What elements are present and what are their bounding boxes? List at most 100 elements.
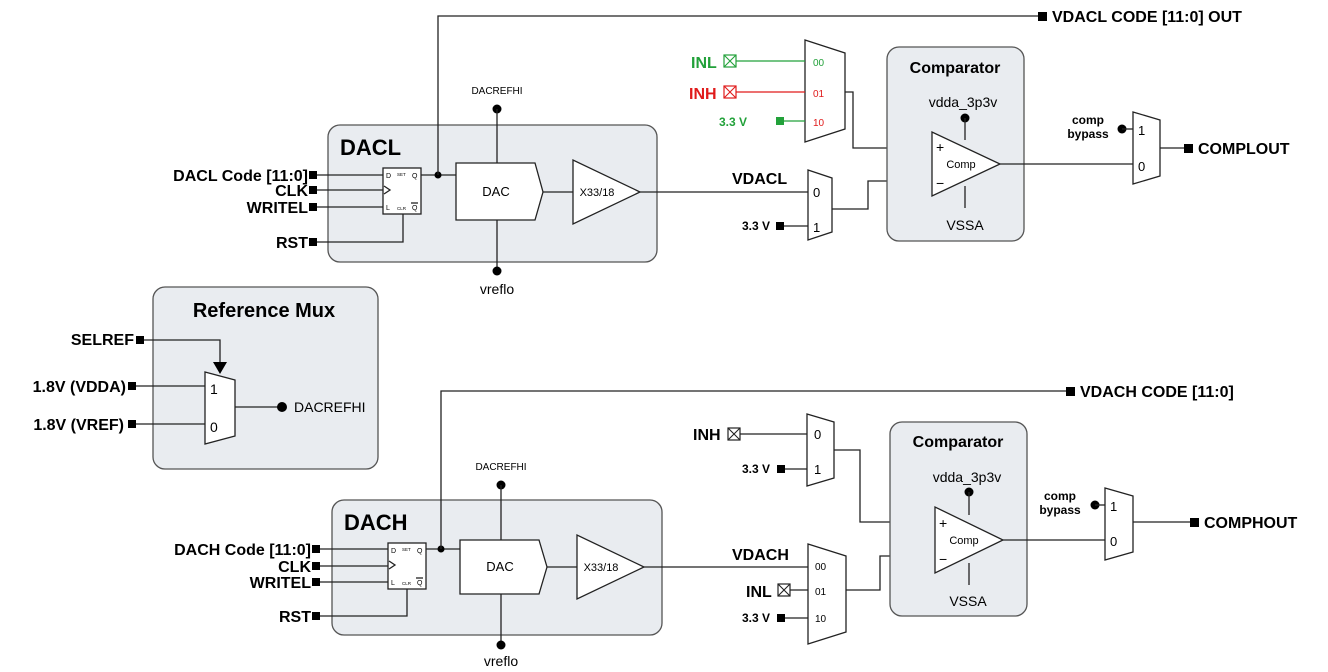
- dach-dac: [459, 539, 548, 595]
- dach-inmux-in1-pin: [777, 465, 785, 473]
- reference-mux: [204, 371, 236, 445]
- refmux-sel-arrow: [213, 362, 227, 374]
- dacl-amp-label: X33/18: [580, 187, 615, 199]
- dach-code-in-pin: [312, 545, 320, 553]
- dach-input-mux: [806, 413, 835, 487]
- dach-inmux-in1-label: 3.3 V: [742, 462, 770, 476]
- dacl-inmux-in2-sel: 10: [813, 118, 825, 129]
- dach-comparator: [934, 505, 1005, 575]
- dach-minusmux-in2-label: 3.3 V: [742, 611, 770, 625]
- dach-write-pin: [312, 578, 320, 586]
- dacl-refhi-label: DACREFHI: [471, 86, 522, 97]
- dacl-ff-clr: CLR: [397, 206, 407, 211]
- dacl-ff-d: D: [386, 173, 391, 180]
- dacl-bypass-label-1: comp: [1072, 113, 1104, 127]
- dach-vout-label: VDACH: [732, 547, 789, 564]
- dach-reflo-node: [496, 640, 506, 650]
- dacl-output-mux-sel0: 0: [1138, 159, 1145, 174]
- refmux-out-label: DACREFHI: [294, 399, 366, 415]
- dach-bypass-label-1: comp: [1044, 489, 1076, 503]
- dach-minusmux-sel2: 10: [815, 614, 827, 625]
- dacl-dac-label: DAC: [482, 184, 509, 199]
- refmux-out-node: [277, 402, 287, 412]
- dacl-inmux-in1-label: INH: [689, 86, 717, 103]
- dacl-section: DACL D SET Q L CLR Q DAC X33/18 DACREFHI…: [173, 9, 1290, 297]
- dach-output-mux-sel1: 1: [1110, 499, 1117, 514]
- dacl-output-mux-sel1: 1: [1138, 123, 1145, 138]
- dacl-comparator-plus: +: [936, 139, 944, 155]
- dacl-comparator-minus: −: [936, 175, 944, 191]
- dach-minusmux-sel1: 01: [815, 587, 827, 598]
- dach-output-mux-sel0: 0: [1110, 534, 1117, 549]
- dacl-comparator-vdd: vdda_3p3v: [929, 94, 998, 110]
- dacl-inmux-in0-sel: 00: [813, 58, 825, 69]
- refmux-in1-pin: [128, 382, 136, 390]
- reference-mux-section: Reference Mux SELREF 1 0 1.8V (VDDA) 1.8…: [33, 286, 379, 470]
- dacl-minus-mux: [807, 169, 833, 241]
- dach-code-out-label: VDACH CODE [11:0]: [1080, 384, 1234, 401]
- dach-rst-label: RST: [279, 609, 311, 626]
- dacl-write-pin: [309, 203, 317, 211]
- reference-mux-title: Reference Mux: [193, 300, 335, 322]
- dacl-ff-q: Q: [412, 173, 418, 180]
- dach-ff-l: L: [391, 580, 395, 587]
- refmux-sel0-label: 0: [210, 419, 218, 435]
- dacl-inmux-in0-label: INL: [691, 55, 717, 72]
- dacl-vout-label: VDACL: [732, 171, 787, 188]
- dach-output-mux: [1104, 487, 1134, 561]
- dacl-inmux-in2-pin: [776, 117, 784, 125]
- dach-write-label: WRITEL: [250, 575, 312, 592]
- dacl-ff-l: L: [386, 205, 390, 212]
- dacl-minus-mux-sel0: 0: [813, 185, 820, 200]
- dacl-dac: [455, 162, 544, 221]
- dach-comparator-plus: +: [939, 515, 947, 531]
- dacl-reflo-label: vreflo: [480, 281, 514, 297]
- refmux-sel1-label: 1: [210, 381, 218, 397]
- dacl-inmux-in2-label: 3.3 V: [719, 115, 747, 129]
- dach-clk-label: CLK: [278, 559, 311, 576]
- dacl-ff-qbar: Q: [412, 205, 418, 212]
- dach-out-label: COMPHOUT: [1204, 515, 1298, 532]
- dacl-ff-set: SET: [397, 172, 406, 177]
- dacl-minus-mux-sel1: 1: [813, 220, 820, 235]
- dach-ff-set: SET: [402, 547, 411, 552]
- dacl-reflo-node: [492, 266, 502, 276]
- dacl-write-label: WRITEL: [247, 200, 309, 217]
- dach-code-in-label: DACH Code [11:0]: [174, 542, 311, 559]
- dach-rst-pin: [312, 612, 320, 620]
- dacl-code-in-label: DACL Code [11:0]: [173, 168, 308, 185]
- dach-minusmux-in1-label: INL: [746, 584, 772, 601]
- dach-inmux-in0-label: INH: [693, 427, 721, 444]
- refmux-in0-label: 1.8V (VREF): [33, 417, 124, 434]
- dach-code-out-pin: [1066, 387, 1075, 396]
- dacl-output-mux: [1132, 111, 1161, 185]
- dach-bypass-label-2: bypass: [1039, 503, 1081, 517]
- dacl-minus-mux-in1-label: 3.3 V: [742, 219, 770, 233]
- dach-title: DACH: [344, 510, 408, 535]
- dacl-rst-pin: [309, 238, 317, 246]
- dacl-out-pin: [1184, 144, 1193, 153]
- refmux-sel-label: SELREF: [71, 332, 134, 349]
- dach-minus-mux: [807, 543, 847, 645]
- dacl-ff-clock-edge: [383, 185, 392, 195]
- dacl-comparator-title: Comparator: [910, 60, 1001, 77]
- refmux-sel-pin: [136, 336, 144, 344]
- dach-section: DACH D SET Q L CLR Q DAC X33/18 DACREFHI…: [174, 384, 1297, 669]
- dacl-input-mux: [804, 39, 846, 143]
- dach-dac-label: DAC: [486, 559, 513, 574]
- dacl-minus-mux-in1-pin: [776, 222, 784, 230]
- refmux-in0-pin: [128, 420, 136, 428]
- dach-clk-pin: [312, 562, 320, 570]
- dach-inmux-sel0: 0: [814, 427, 821, 442]
- dach-ff-d: D: [391, 548, 396, 555]
- dach-comparator-vdd: vdda_3p3v: [933, 469, 1002, 485]
- dacl-clk-label: CLK: [275, 183, 308, 200]
- dach-minusmux-sel0: 00: [815, 562, 827, 573]
- dach-ff-qbar: Q: [417, 580, 423, 587]
- dach-comparator-title: Comparator: [913, 434, 1004, 451]
- dacl-clk-pin: [309, 186, 317, 194]
- dach-comparator-label: Comp: [949, 535, 978, 547]
- dach-amp-label: X33/18: [584, 562, 619, 574]
- dach-comparator-vss: VSSA: [949, 593, 987, 609]
